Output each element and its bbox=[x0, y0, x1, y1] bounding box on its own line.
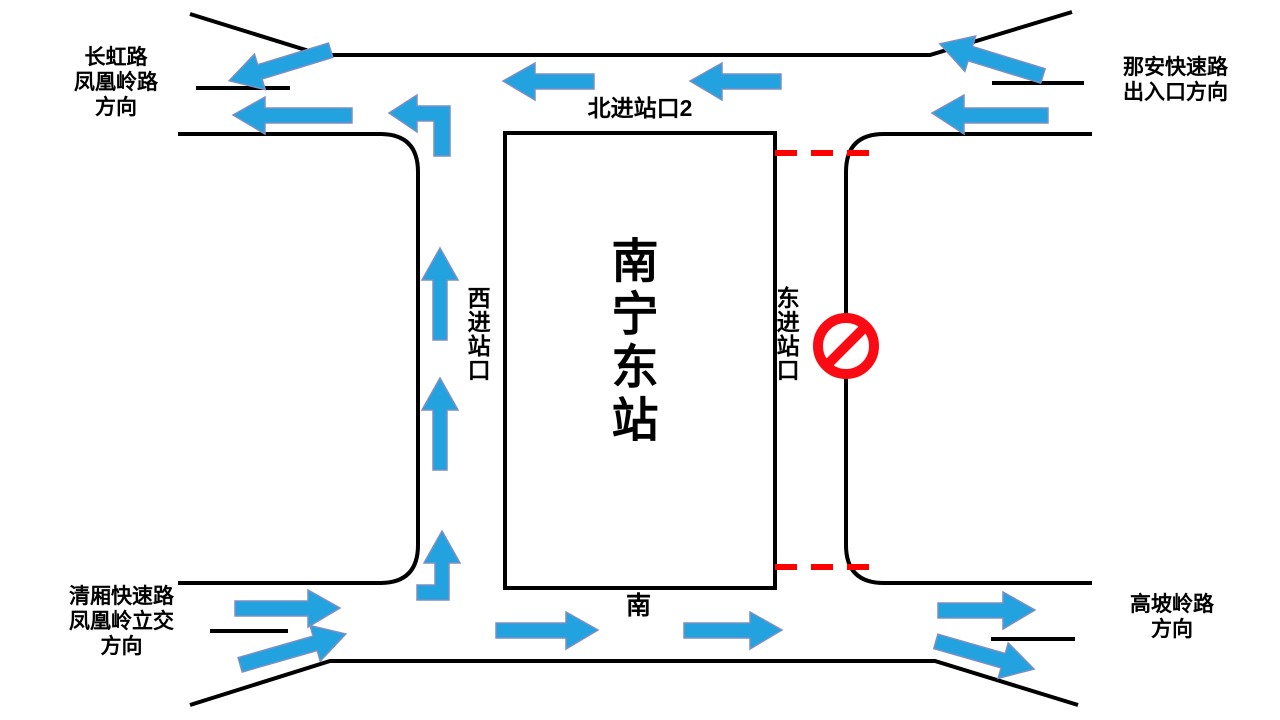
west-road-lower-curve bbox=[178, 544, 420, 585]
arrow-west-up-lower bbox=[420, 376, 460, 471]
arrow-bottom-right-straight bbox=[937, 590, 1037, 631]
arrow-bottom-left-diagonal bbox=[237, 624, 348, 673]
direction-label-bottom-left: 清厢快速路 凤凰岭立交 方向 bbox=[69, 585, 174, 658]
arrow-top-left-diagonal-group bbox=[227, 42, 334, 91]
arrow-top-left-diagonal bbox=[227, 42, 334, 91]
north-road-outer-edge bbox=[189, 10, 1073, 57]
no-entry-icon bbox=[813, 313, 879, 379]
closure-markers bbox=[775, 150, 876, 570]
direction-label-top-right: 那安快速路 出入口方向 bbox=[1123, 56, 1228, 104]
arrow-top-left-straight bbox=[231, 95, 353, 136]
arrow-west-up-upper bbox=[420, 246, 460, 341]
arrow-west-turn-up bbox=[416, 529, 462, 601]
station-building-outline bbox=[503, 131, 777, 590]
arrow-north-turn-left bbox=[387, 93, 451, 157]
arrow-south-east-right bbox=[683, 610, 784, 651]
gate-label-east: 东进站口 bbox=[773, 286, 800, 382]
arrow-bottom-right-diagonal-group bbox=[932, 633, 1036, 680]
arrow-bottom-left-straight bbox=[234, 588, 342, 629]
north-corridor-roads bbox=[178, 10, 1092, 585]
south-road-outer-edge bbox=[189, 659, 1079, 707]
station-name-label: 南宁东站 bbox=[604, 236, 658, 448]
arrow-north-mid-left bbox=[501, 61, 595, 102]
flow-arrow-group bbox=[227, 34, 1049, 680]
gate-label-north: 北进站口2 bbox=[587, 95, 693, 121]
east-road-vertical bbox=[844, 132, 885, 545]
arrow-top-right-diagonal-group bbox=[938, 34, 1047, 84]
arrow-top-right-straight bbox=[930, 93, 1049, 136]
gate-label-west: 西进站口 bbox=[464, 286, 491, 382]
arrow-south-west-right bbox=[495, 610, 600, 651]
arrow-top-right-diagonal bbox=[938, 34, 1047, 84]
arrow-bottom-right-diagonal bbox=[932, 633, 1036, 680]
direction-label-bottom-right: 高坡岭路 方向 bbox=[1130, 593, 1214, 641]
south-corridor-roads bbox=[189, 659, 1079, 707]
direction-label-top-left: 长虹路 凤凰岭路 方向 bbox=[74, 46, 158, 119]
arrow-bottom-left-diagonal-group bbox=[237, 624, 348, 673]
gate-label-south: 南 bbox=[626, 592, 652, 620]
lane-divider-marks bbox=[196, 81, 1084, 641]
arrow-north-east-left bbox=[688, 61, 782, 102]
west-road-vertical bbox=[379, 132, 420, 545]
east-road-lower-curve bbox=[844, 544, 1092, 585]
